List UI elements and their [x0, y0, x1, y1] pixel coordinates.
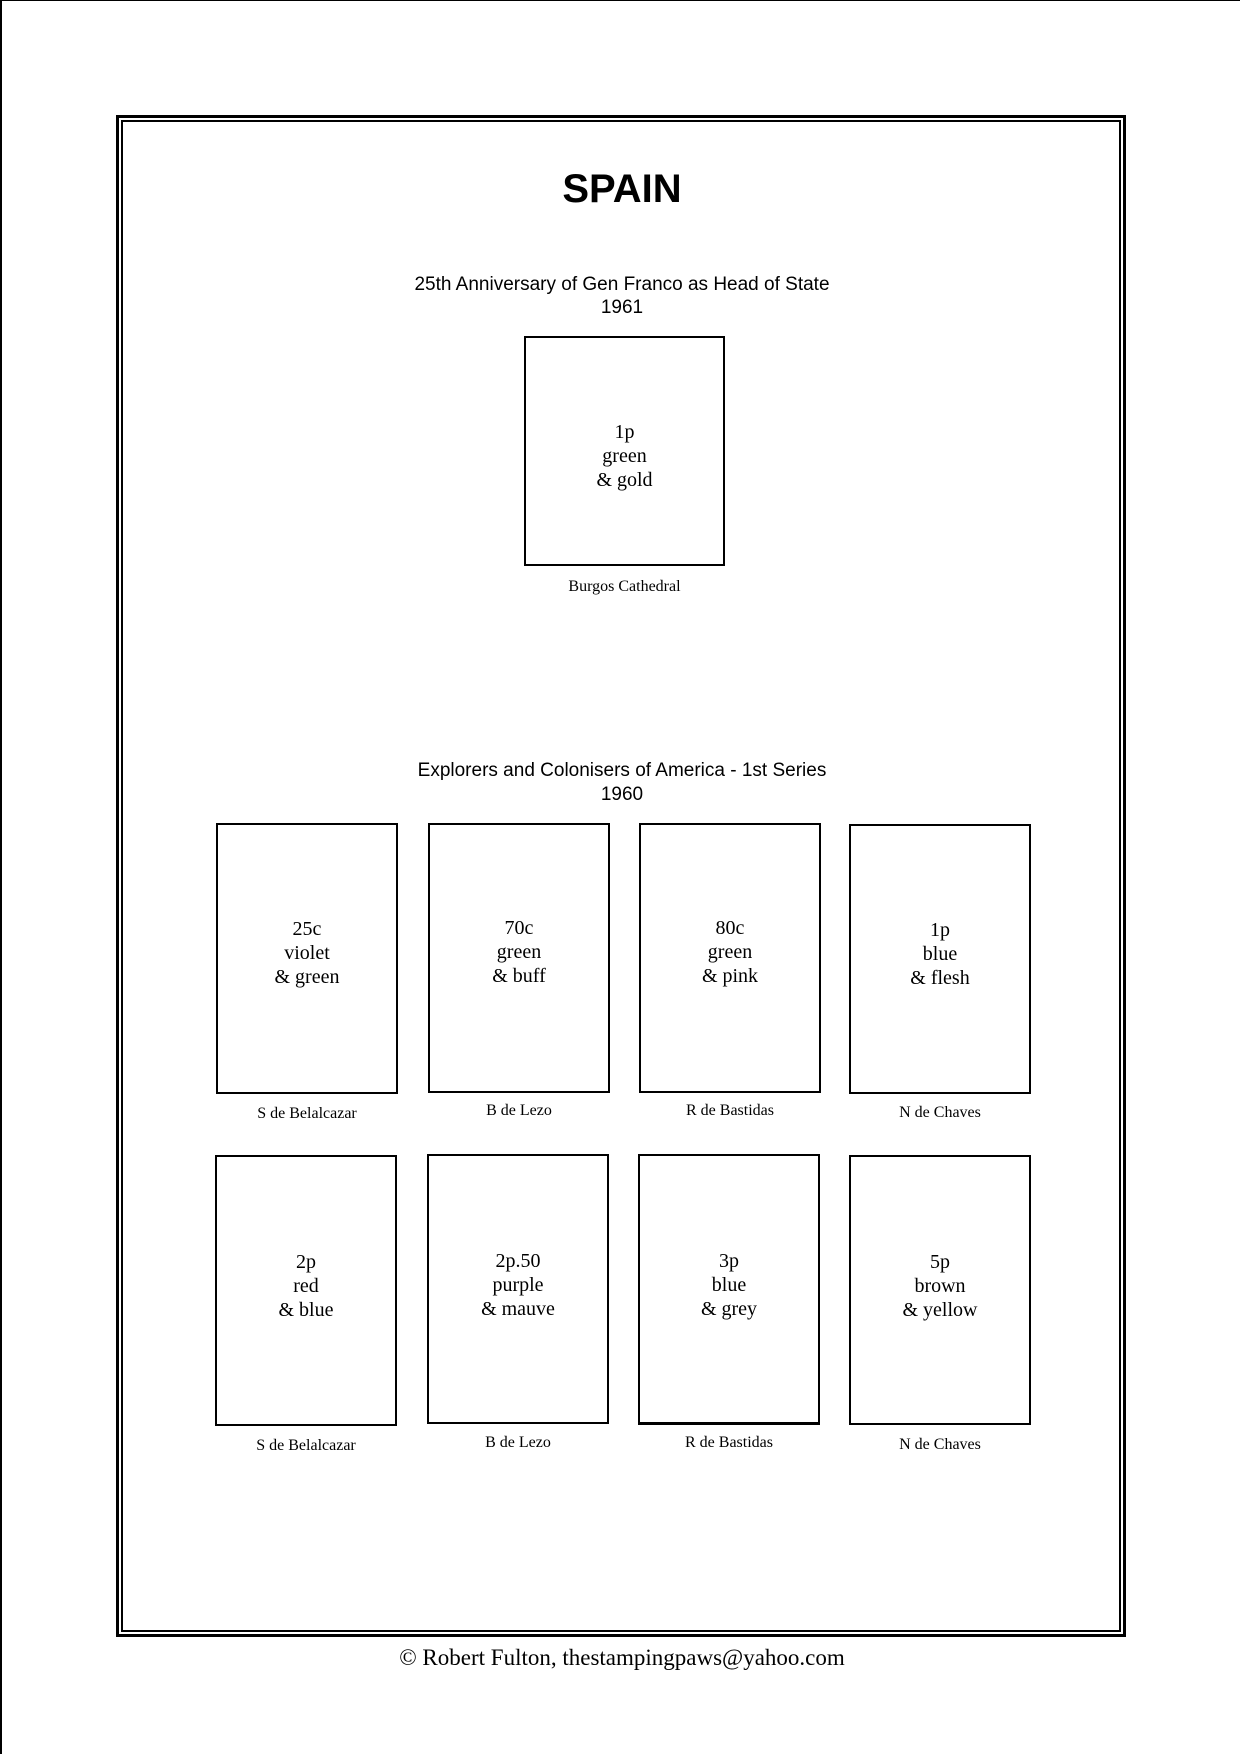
stamp-description: 2p red & blue [217, 1250, 395, 1322]
section-2-title: Explorers and Colonisers of America - 1s… [417, 760, 827, 781]
stamp-space: 70c green & buff [428, 823, 610, 1093]
stamp-value: 3p [719, 1250, 739, 1272]
page-title: SPAIN [562, 167, 682, 211]
stamp-space: 1p blue & flesh [849, 824, 1031, 1094]
stamp-value: 70c [504, 917, 534, 939]
stamp-caption: B de Lezo [486, 1102, 552, 1119]
stamp-color: red [293, 1275, 319, 1297]
stamp-color: purple [492, 1274, 544, 1296]
stamp-description: 25c violet & green [218, 917, 396, 989]
stamp-color-secondary: & flesh [910, 967, 970, 989]
section-2-year: 1960 [600, 784, 644, 805]
stamp-color-secondary: & green [274, 966, 340, 988]
stamp-value: 80c [715, 917, 745, 939]
stamp-description: 80c green & pink [641, 916, 819, 988]
album-page-frame [116, 115, 1126, 1637]
stamp-value: 2p.50 [495, 1250, 541, 1272]
section-1-title: 25th Anniversary of Gen Franco as Head o… [414, 274, 830, 295]
stamp-color: green [707, 941, 753, 963]
stamp-caption: Burgos Cathedral [568, 578, 681, 595]
stamp-value: 1p [614, 421, 635, 443]
stamp-space: 1p green & gold [524, 336, 725, 566]
stamp-caption: B de Lezo [485, 1434, 551, 1451]
stamp-space: 80c green & pink [639, 823, 821, 1093]
copyright-footer: © Robert Fulton, thestampingpaws@yahoo.c… [399, 1645, 845, 1670]
stamp-caption: N de Chaves [899, 1436, 981, 1453]
stamp-color-secondary: & gold [596, 469, 653, 491]
stamp-color: green [496, 941, 542, 963]
stamp-description: 3p blue & grey [640, 1249, 818, 1321]
stamp-description: 70c green & buff [430, 916, 608, 988]
stamp-value: 2p [296, 1251, 316, 1273]
stamp-color-secondary: & pink [701, 965, 759, 987]
stamp-caption: S de Belalcazar [256, 1437, 356, 1454]
stamp-color-secondary: & yellow [902, 1299, 978, 1321]
stamp-color: green [602, 445, 647, 467]
stamp-color-secondary: & mauve [481, 1298, 555, 1320]
stamp-description: 5p brown & yellow [851, 1250, 1029, 1322]
stamp-space: 5p brown & yellow [849, 1155, 1031, 1425]
stamp-caption: R de Bastidas [685, 1434, 773, 1451]
stamp-color-secondary: & grey [700, 1298, 758, 1320]
stamp-color: blue [711, 1274, 747, 1296]
stamp-value: 5p [930, 1251, 950, 1273]
stamp-space: 2p.50 purple & mauve [427, 1154, 609, 1424]
stamp-color-secondary: & blue [278, 1299, 334, 1321]
stamp-color: brown [914, 1275, 966, 1297]
album-page-frame-inner [121, 120, 1121, 1632]
stamp-description: 1p green & gold [526, 420, 723, 492]
section-1-year: 1961 [600, 297, 644, 318]
stamp-color: violet [284, 942, 330, 964]
stamp-color: blue [922, 943, 958, 965]
stamp-caption: R de Bastidas [686, 1102, 774, 1119]
stamp-caption: S de Belalcazar [257, 1105, 357, 1122]
stamp-value: 25c [292, 918, 322, 940]
stamp-description: 1p blue & flesh [851, 918, 1029, 990]
stamp-value: 1p [930, 919, 950, 941]
stamp-space: 3p blue & grey [638, 1154, 820, 1425]
stamp-caption: N de Chaves [899, 1104, 981, 1121]
stamp-description: 2p.50 purple & mauve [429, 1249, 607, 1321]
stamp-space: 25c violet & green [216, 823, 398, 1094]
stamp-color-secondary: & buff [492, 965, 546, 987]
stamp-space: 2p red & blue [215, 1155, 397, 1426]
